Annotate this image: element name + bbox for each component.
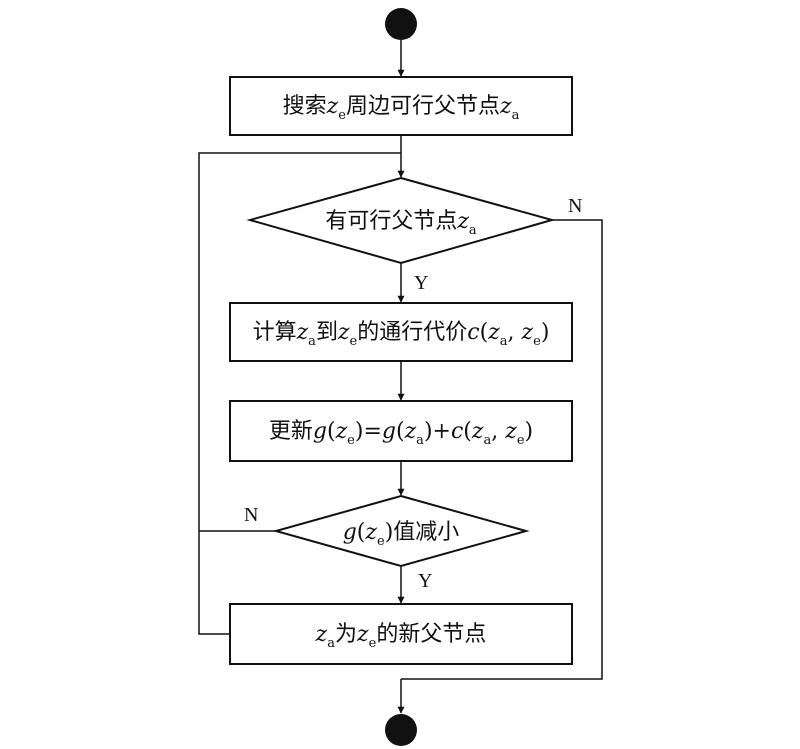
has-parent-no-label: N xyxy=(568,195,582,217)
has-parent-label: 有可行父节点za xyxy=(325,209,477,238)
compute-cost-label: 计算za到ze的通行代价c(za, ze) xyxy=(253,320,550,349)
end-node xyxy=(385,714,417,746)
has-parent-yes-label: Y xyxy=(414,272,428,294)
update-g-label: 更新g(ze)=g(za)+c(za, ze) xyxy=(269,419,533,448)
g-decrease-label: g(ze)值减小 xyxy=(343,520,460,549)
g-decrease-no-label: N xyxy=(244,504,258,526)
new-parent-label: za为ze的新父节点 xyxy=(315,622,487,651)
update-g-box xyxy=(229,400,573,462)
start-node xyxy=(385,8,417,40)
new-parent-box xyxy=(229,603,573,665)
g-decrease-yes-label: Y xyxy=(418,570,432,592)
has-parent-no-line xyxy=(401,219,603,680)
loop-back-line xyxy=(198,152,401,635)
search-parent-label: 搜索ze周边可行父节点za xyxy=(283,94,520,123)
